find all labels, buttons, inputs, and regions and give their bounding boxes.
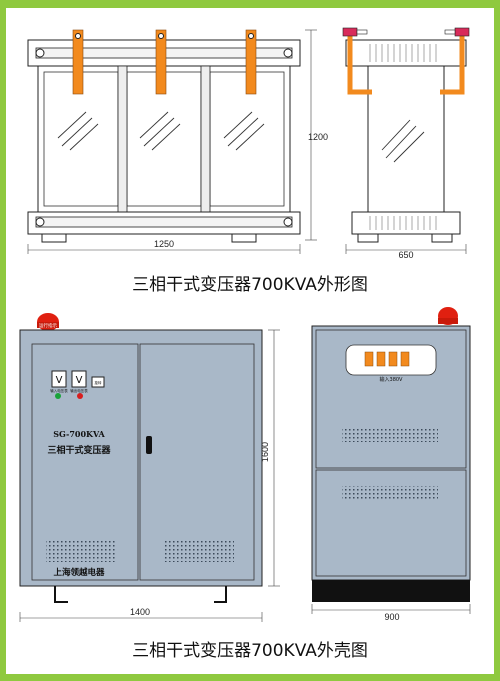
- bolt-icon: [248, 33, 254, 39]
- coil-left: [43, 71, 119, 207]
- vent-grille: [342, 486, 438, 500]
- cabinet-front-view: 运行指示 V V 输入电压表 输出电压表 旋转 SG-700KVA 三相干式变压…: [19, 313, 280, 622]
- voltmeter-symbol-right: V: [76, 375, 83, 386]
- dimension-label-height: 1200: [308, 132, 328, 142]
- meter-label-left: 输入电压表: [50, 388, 68, 393]
- dimension-label-side-depth: 900: [384, 612, 399, 622]
- dimension-label-side-width: 650: [398, 250, 413, 260]
- switch-icon[interactable]: [91, 376, 105, 388]
- input-voltage-label: 输入380V: [380, 376, 404, 383]
- manufacturer-label: 上海领越电器: [53, 567, 105, 578]
- voltmeter-icon: [71, 370, 87, 388]
- terminal-icon: [155, 29, 167, 95]
- product-name-label: 三相干式变压器: [47, 444, 111, 456]
- bolt-icon: [35, 48, 45, 58]
- terminal-icon: [388, 351, 398, 367]
- voltmeter-symbol-left: V: [56, 375, 63, 386]
- cabinet-side-view: 输入380V 900: [311, 307, 471, 622]
- bolt-icon: [75, 33, 81, 39]
- coil-hatching: [57, 111, 265, 151]
- model-label: SG-700KVA: [53, 429, 105, 439]
- bolt-icon: [35, 217, 45, 227]
- vent-grille: [164, 540, 234, 562]
- transformer-caption: 三相干式变压器700KVA外形图: [132, 275, 368, 295]
- terminal-icon: [440, 36, 465, 95]
- terminal-icon: [72, 29, 84, 95]
- meter-label-right: 输出电压表: [70, 388, 88, 393]
- terminal-icon: [245, 29, 257, 95]
- dimension-label-cabinet-height: 1600: [260, 442, 270, 462]
- coil-right: [209, 71, 285, 207]
- terminal-icon: [376, 351, 386, 367]
- voltmeter-icon: [51, 370, 67, 388]
- insulator-icon: [454, 27, 470, 37]
- red-indicator-icon: [77, 393, 83, 399]
- transformer-front-view: 1250 1200: [27, 29, 328, 254]
- foot-icon: [231, 233, 257, 243]
- terminal-icon: [364, 351, 374, 367]
- transformer-side-view: 650: [342, 27, 470, 260]
- bottom-clamp-inner: [35, 216, 293, 228]
- foot-icon: [431, 233, 453, 243]
- bolt-icon: [283, 48, 293, 58]
- side-coil: [367, 65, 445, 213]
- door-handle-icon: [146, 436, 152, 454]
- insulator-icon: [342, 27, 358, 37]
- dimension-label-width: 1250: [154, 239, 174, 249]
- terminal-icon: [347, 36, 372, 95]
- dimension-label-cabinet-width: 1400: [130, 607, 150, 617]
- bolt-icon: [158, 33, 164, 39]
- warning-lamp-label: 运行指示: [39, 322, 57, 329]
- side-lower-panel: [315, 469, 467, 577]
- terminal-icon: [400, 351, 410, 367]
- core-leg: [117, 65, 128, 213]
- bolt-icon: [283, 217, 293, 227]
- foot-icon: [357, 233, 379, 243]
- foot-icon: [54, 586, 68, 603]
- cabinet-base: [312, 580, 470, 602]
- switch-label: 旋转: [95, 380, 102, 385]
- foot-icon: [41, 233, 67, 243]
- foot-icon: [214, 586, 227, 603]
- vent-grille: [46, 540, 116, 562]
- core-leg: [200, 65, 211, 213]
- cabinet-caption: 三相干式变压器700KVA外壳图: [132, 641, 368, 661]
- green-indicator-icon: [55, 393, 61, 399]
- vent-grille: [342, 428, 438, 442]
